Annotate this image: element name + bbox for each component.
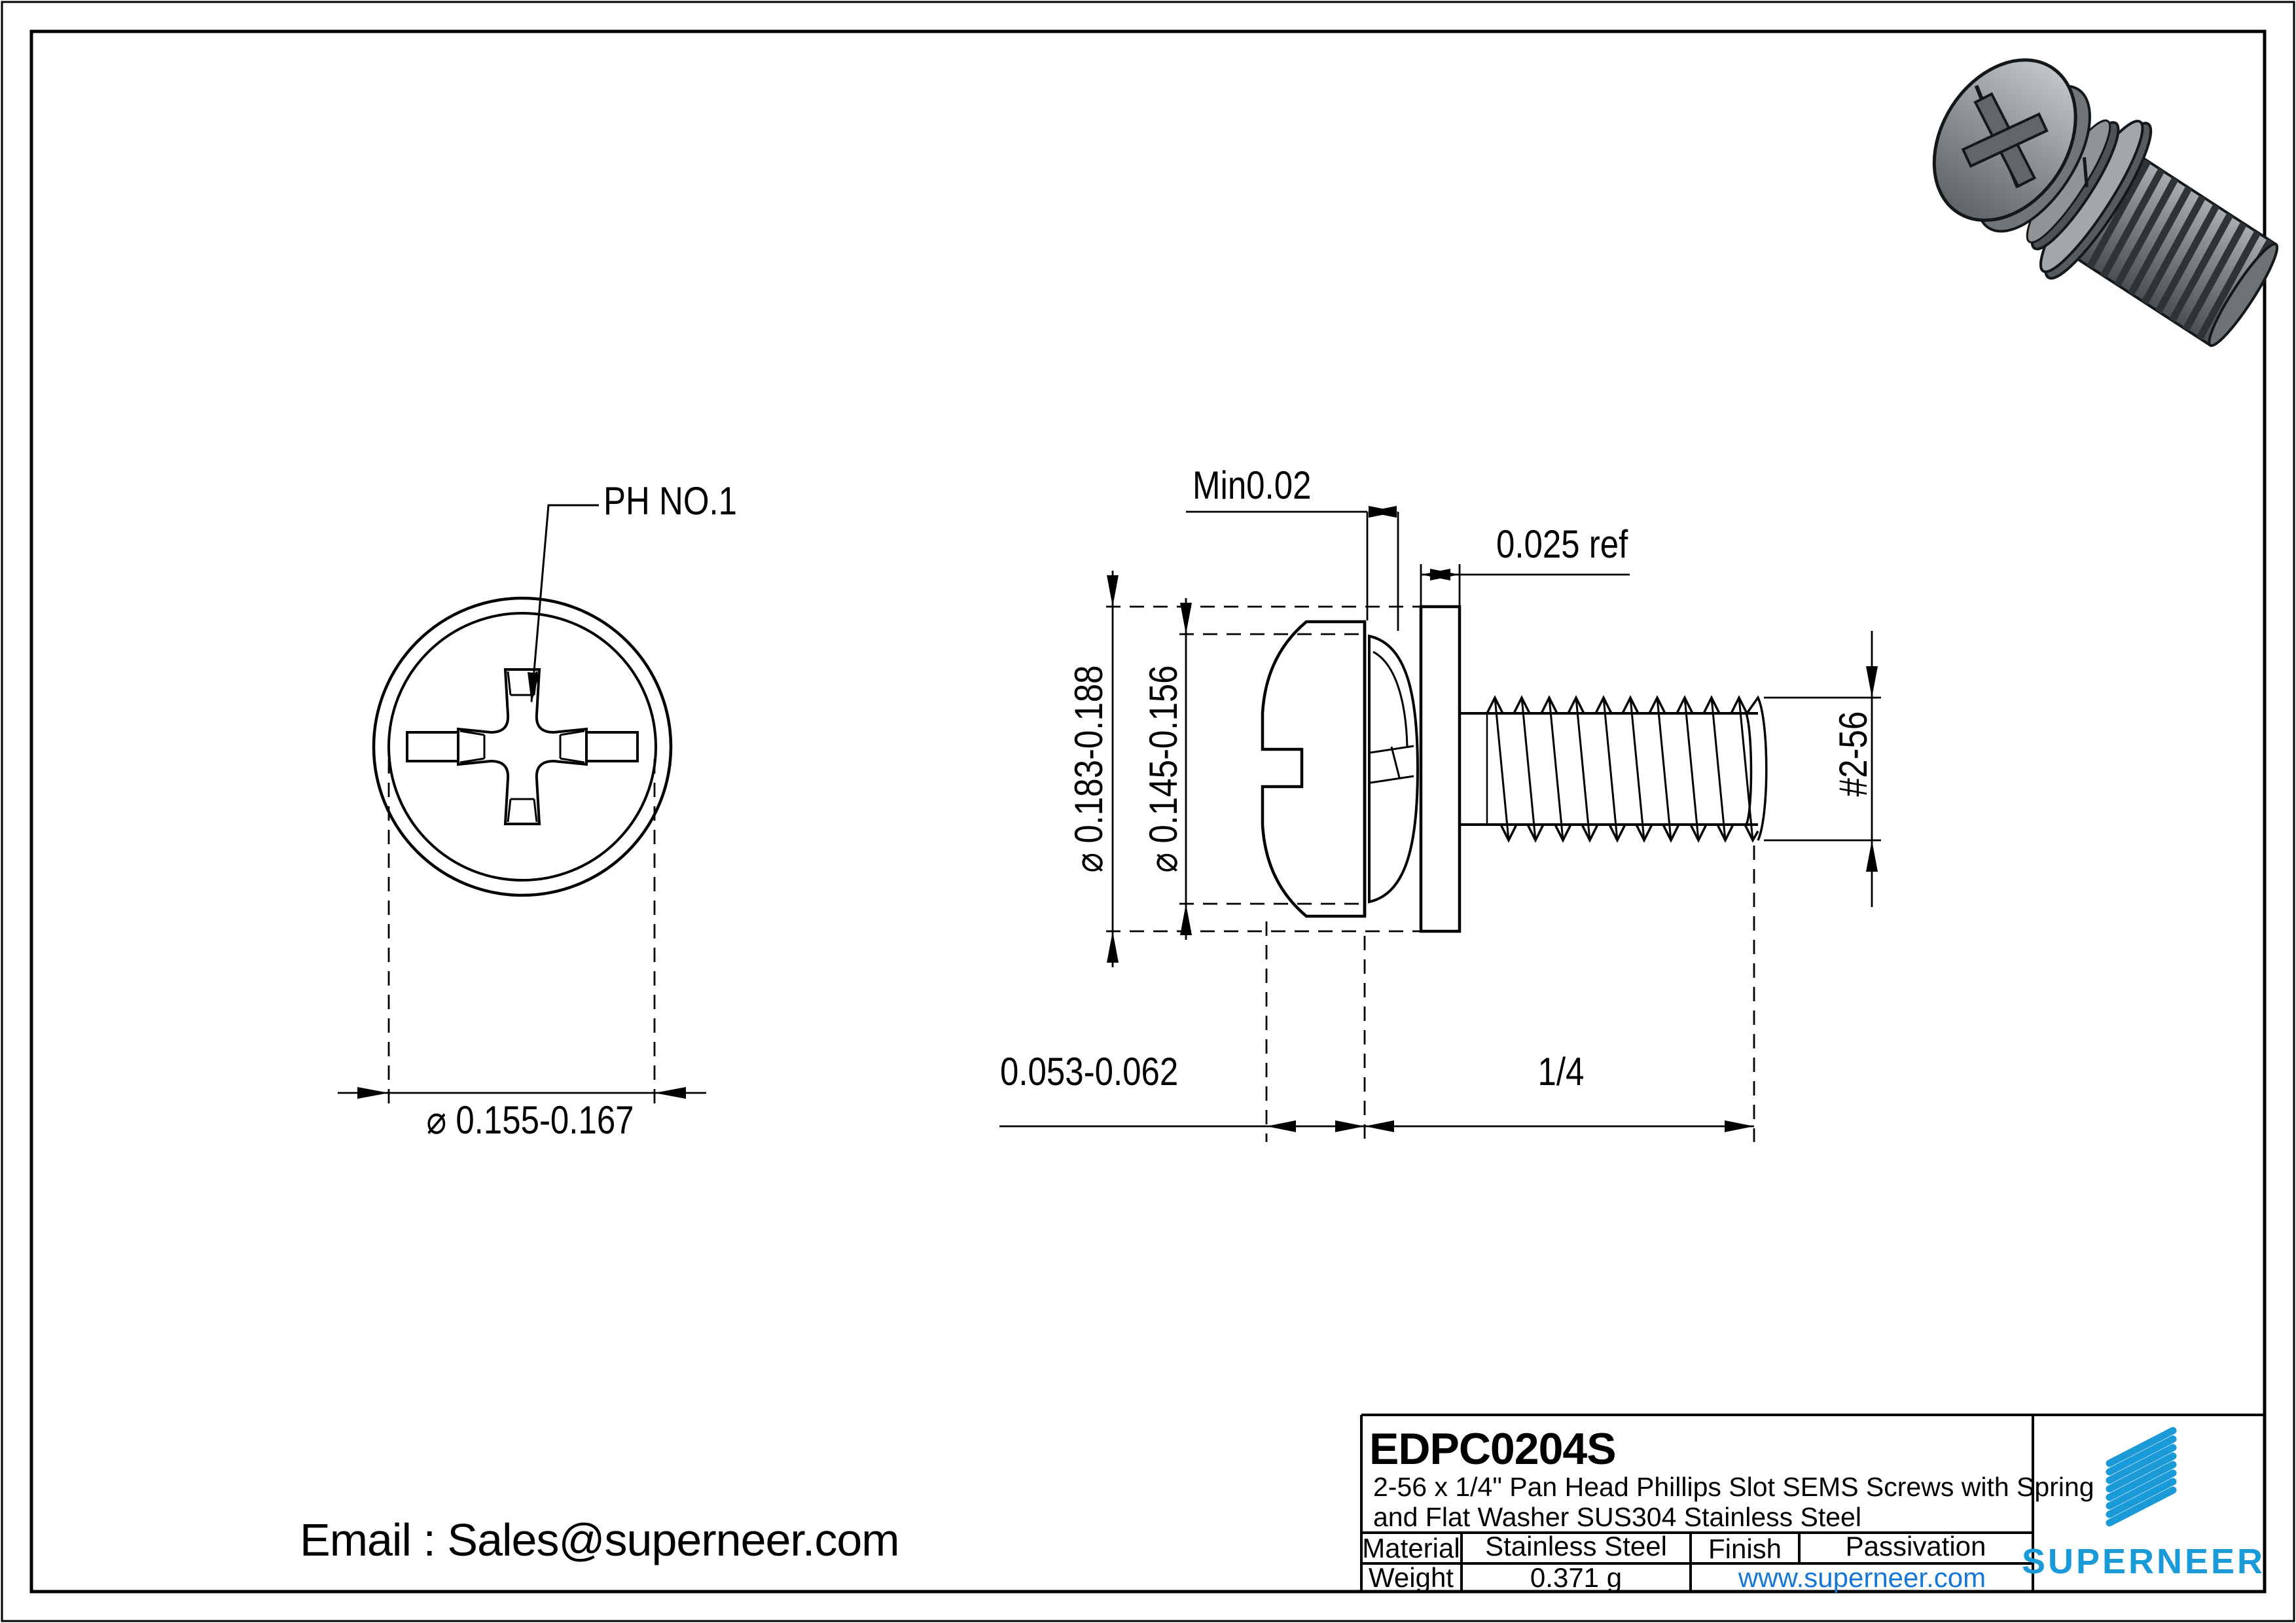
thread-root-lines: [1460, 712, 1758, 826]
dim-arrow: [655, 1087, 686, 1099]
side-view-dim-arrows: [1107, 506, 1878, 1132]
head-diameter-label: ⌀ 0.155-0.167: [426, 1098, 634, 1142]
washer-od-label: ⌀ 0.183-0.188: [1067, 665, 1111, 873]
finish-label: Finish: [1708, 1533, 1782, 1564]
thread-length-label: 1/4: [1537, 1050, 1585, 1094]
website-link[interactable]: www.superneer.com: [1738, 1562, 1986, 1593]
spring-washer-split: [1370, 651, 1414, 784]
pan-head-profile: [1261, 620, 1367, 918]
head-outline-circle: [387, 612, 657, 882]
leader-arrowhead: [528, 672, 539, 704]
thread-spec-label: #2-56: [1831, 711, 1875, 797]
brand-name: SUPERNEER: [2021, 1542, 2266, 1581]
phillips-recess: [457, 668, 588, 825]
washer-thickness-label: 0.025 ref: [1496, 522, 1628, 566]
phillips-recess-detail: [459, 671, 585, 823]
description-line2: and Flat Washer SUS304 Stainless Steel: [1373, 1502, 1861, 1532]
thread-tip-3d: [2208, 242, 2279, 348]
screw-3d-render: [1932, 58, 2279, 348]
head-height-label: 0.053-0.062: [1000, 1050, 1179, 1094]
weight-value: 0.371 g: [1530, 1562, 1623, 1593]
dim-arrow: [357, 1087, 389, 1099]
flat-washer-profile: [1419, 605, 1462, 933]
spring-od-label: ⌀ 0.145-0.156: [1141, 665, 1185, 873]
recess-callout-label: PH NO.1: [603, 479, 738, 523]
thread-crests-top: [1486, 695, 1748, 714]
contact-email: Email : Sales@superneer.com: [300, 1514, 900, 1565]
superneer-logo-icon: [2106, 1427, 2177, 1527]
weight-label: Weight: [1369, 1562, 1454, 1593]
phillips-recess-3d: [1961, 84, 2049, 188]
recess-callout-leader: [530, 504, 599, 702]
thread-stripes-3d: [2087, 159, 2274, 344]
front-view-drawing: [338, 504, 706, 1107]
side-view-drawing: [1261, 605, 1768, 933]
thread-end-chamfer: [1745, 695, 1768, 841]
material-label: Material: [1362, 1533, 1460, 1563]
part-number: EDPC0204S: [1369, 1424, 1617, 1474]
spring-split-3d: [2082, 157, 2089, 188]
finish-value: Passivation: [1845, 1531, 1986, 1561]
title-block-grid: [1360, 1414, 2265, 1592]
material-value: Stainless Steel: [1485, 1531, 1667, 1561]
spring-washer-profile: [1368, 634, 1420, 904]
thread-flanks: [1494, 697, 1754, 841]
spring-gap-label: Min0.02: [1193, 463, 1312, 507]
thread-crests-bottom: [1499, 824, 1759, 843]
washer-outline-circle: [372, 596, 673, 897]
head-diameter-dimension: [338, 759, 706, 1107]
description-line1: 2-56 x 1/4" Pan Head Phillips Slot SEMS …: [1373, 1472, 2094, 1502]
